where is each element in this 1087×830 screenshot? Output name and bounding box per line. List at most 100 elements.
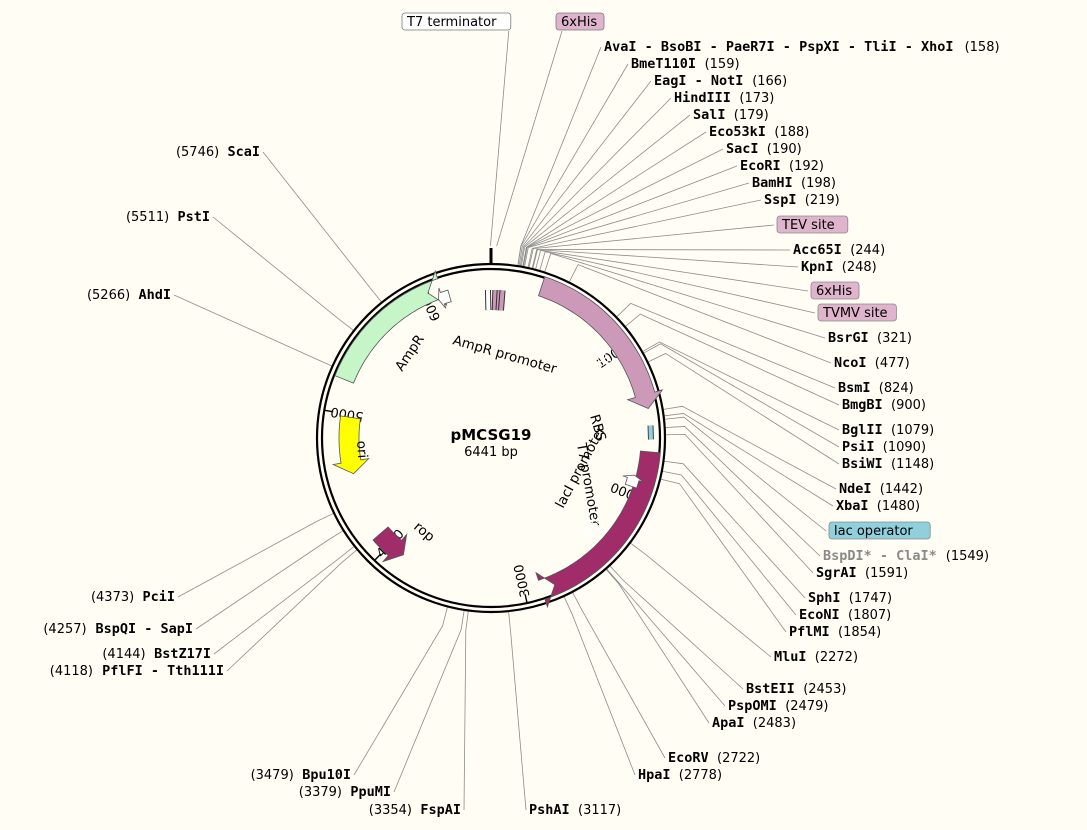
tick-label: 3000	[512, 563, 534, 599]
promoter-arrow	[622, 474, 644, 489]
site-label-tev-site[interactable]: TEV site	[776, 215, 849, 234]
leader-line	[664, 413, 834, 507]
leader-line	[226, 549, 357, 672]
enzyme-position: (3379)	[299, 785, 342, 800]
site-label-bspdi-clai-[interactable]: BspDI* - ClaI*(1549)	[823, 548, 989, 564]
enzyme-position: (900)	[891, 398, 926, 413]
site-label-hindiii[interactable]: HindIII(173)	[674, 90, 774, 106]
plasmid-size: 6441 bp	[464, 445, 518, 460]
leader-line	[616, 302, 836, 389]
enzyme-name: ApaI	[712, 715, 745, 731]
enzyme-position: (5266)	[87, 288, 130, 303]
site-label-ahdi[interactable]: AhdI(5266)	[87, 287, 171, 303]
feature-box-label: 6xHis	[816, 284, 852, 299]
site-label-pcii[interactable]: PciI(4373)	[91, 589, 175, 605]
feature-ampr-arrow[interactable]	[334, 269, 448, 384]
site-label-econi[interactable]: EcoNI(1807)	[799, 607, 891, 623]
site-label-bsteii[interactable]: BstEII(2453)	[746, 681, 846, 697]
tick-mark	[524, 594, 528, 603]
site-label-bspqi-sapi[interactable]: BspQI - SapI(4257)	[43, 621, 193, 637]
site-label-bsiwi[interactable]: BsiWI(1148)	[842, 456, 934, 472]
tick-mark	[325, 409, 334, 413]
small-feature-fill	[498, 290, 505, 311]
top-feature-label[interactable]: T7 terminator	[401, 12, 512, 31]
leader-line	[522, 131, 707, 267]
site-label-ecori[interactable]: EcoRI(192)	[740, 158, 824, 174]
feature-box-label: lac operator	[834, 524, 913, 539]
site-label-xbai[interactable]: XbaI(1480)	[836, 498, 920, 514]
site-label-bsmi[interactable]: BsmI(824)	[838, 380, 914, 396]
site-label-acc65i[interactable]: Acc65I(244)	[793, 242, 885, 258]
site-label-sgrai[interactable]: SgrAI(1591)	[816, 565, 908, 581]
site-label-ppumi[interactable]: PpuMI(3379)	[299, 784, 391, 800]
enzyme-name: PflFI - Tth111I	[102, 663, 224, 679]
enzyme-name: FspAI	[420, 802, 461, 818]
enzyme-name: PspOMI	[728, 698, 777, 714]
backbone-inner-ring	[320, 267, 662, 609]
site-label-scai[interactable]: ScaI(5746)	[176, 144, 260, 160]
feature-mbp-arrow[interactable]	[537, 276, 664, 409]
leader-line	[662, 470, 797, 616]
site-label-pshai[interactable]: PshAI(3117)	[529, 802, 621, 818]
feature-rop-arrow[interactable]	[372, 526, 408, 563]
enzyme-position: (4373)	[91, 590, 134, 605]
leader-line	[532, 249, 799, 269]
site-label-psti[interactable]: PstI(5511)	[126, 209, 210, 225]
site-label-bmgbi[interactable]: BmgBI(900)	[842, 397, 926, 413]
site-label-eagi-noti[interactable]: EagI - NotI(166)	[654, 73, 787, 89]
feature-box	[401, 12, 512, 31]
site-label-pflfi-tth111i[interactable]: PflFI - Tth111I(4118)	[50, 663, 224, 679]
site-label-bglii[interactable]: BglII(1079)	[842, 422, 934, 438]
enzyme-position: (2453)	[803, 682, 846, 697]
leader-line	[563, 596, 636, 776]
site-label-ecorv[interactable]: EcoRV(2722)	[668, 750, 760, 766]
enzyme-position: (1090)	[883, 440, 926, 455]
site-label-bpu10i[interactable]: Bpu10I (3479)	[251, 767, 351, 783]
site-label-hpai[interactable]: HpaI(2778)	[638, 767, 722, 783]
enzyme-name: PshAI	[529, 802, 570, 818]
feature-laci-arrow[interactable]	[535, 450, 661, 609]
enzyme-position: (248)	[842, 260, 877, 275]
site-label-psii[interactable]: PsiI(1090)	[842, 439, 926, 455]
site-label-mlui[interactable]: MluI(2272)	[774, 649, 858, 665]
feature-box	[817, 303, 897, 322]
enzyme-name: Bpu10I	[302, 767, 351, 783]
enzyme-position: (198)	[801, 176, 836, 191]
site-label-sali[interactable]: SalI(179)	[693, 107, 769, 123]
site-label-saci[interactable]: SacI(190)	[726, 141, 802, 157]
enzyme-name: BspDI* - ClaI*	[823, 548, 937, 564]
site-label-bstz17i[interactable]: BstZ17I(4144)	[102, 646, 211, 662]
leader-line	[648, 352, 840, 465]
site-label-6xhis[interactable]: 6xHis	[810, 281, 860, 300]
site-label-fspai[interactable]: FspAI(3354)	[369, 802, 461, 818]
site-label-tvmv-site[interactable]: TVMV site	[817, 303, 897, 322]
site-label-ndei[interactable]: NdeI(1442)	[839, 481, 923, 497]
leader-line	[531, 249, 791, 269]
small-feature-fill	[492, 290, 498, 311]
top-feature-label[interactable]: 6xHis	[555, 12, 605, 31]
site-label-sphi[interactable]: SphI(1747)	[808, 590, 892, 606]
site-label-sspi[interactable]: SspI(219)	[764, 192, 840, 208]
site-label-avai-bsobi-paer7i-pspxi-tlii-xhoi[interactable]: AvaI - BsoBI - PaeR7I - PspXI - TliI - X…	[604, 39, 1000, 55]
site-label-ncoi[interactable]: NcoI(477)	[834, 355, 910, 371]
leader-line	[517, 63, 629, 266]
enzyme-position: (1854)	[838, 625, 881, 640]
enzyme-name: SspI	[764, 192, 797, 208]
leader-line	[528, 224, 775, 268]
site-label-bsrgi[interactable]: BsrGI(321)	[828, 330, 912, 346]
site-label-eco53ki[interactable]: Eco53kI(188)	[709, 124, 809, 140]
site-label-lac-operator[interactable]: lac operator	[828, 521, 931, 540]
leader-line	[664, 416, 827, 532]
site-label-pspomi[interactable]: PspOMI(2479)	[728, 698, 828, 714]
enzyme-name: Acc65I	[793, 242, 842, 258]
enzyme-position: (477)	[875, 356, 910, 371]
site-label-apai[interactable]: ApaI(2483)	[712, 715, 796, 731]
site-label-pflmi[interactable]: PflMI(1854)	[789, 624, 881, 640]
site-label-kpni[interactable]: KpnI(248)	[801, 259, 877, 275]
enzyme-position: (3479)	[251, 768, 294, 783]
site-label-bmet110i[interactable]: BmeT110I(159)	[631, 56, 740, 72]
site-label-bamhi[interactable]: BamHI(198)	[752, 175, 836, 191]
feature-ori-arrow[interactable]	[331, 415, 370, 475]
feature-label: AmpR	[392, 332, 428, 374]
